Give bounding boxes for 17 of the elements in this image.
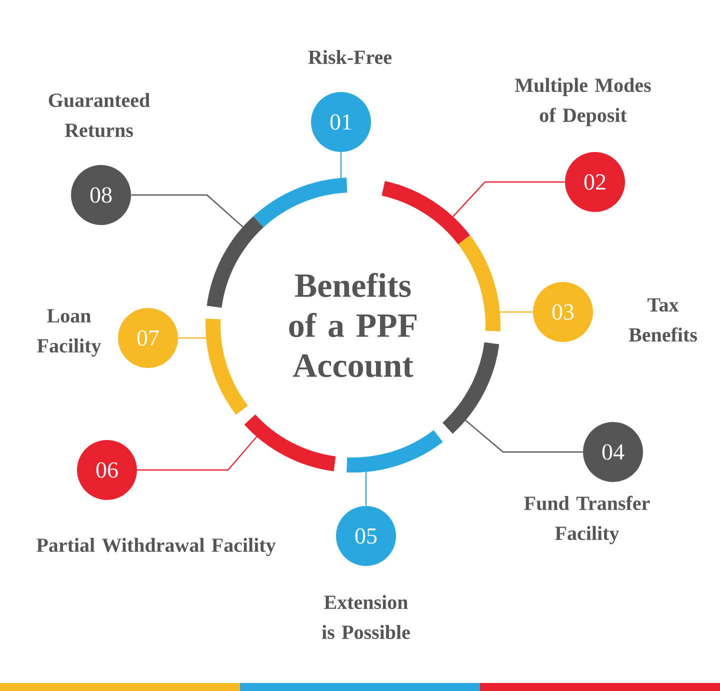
benefit-label: Risk-Free (308, 50, 392, 64)
title-text: Benefits of a PPF Account (289, 272, 417, 378)
leader-line (452, 181, 565, 218)
benefit-label: Tax Benefits (628, 298, 697, 342)
leader-line (137, 435, 258, 471)
benefit-label: Multiple Modes of Deposit (515, 78, 651, 126)
benefit-label: Partial Withdrawal Facility (36, 538, 276, 556)
benefit-label: Guaranteed Returns (48, 92, 150, 138)
benefit-label: Fund Transfer Facility (524, 496, 650, 544)
leader-line (131, 194, 244, 228)
benefit-label: Loan Facility (37, 309, 102, 357)
leader-line (498, 311, 533, 313)
leader-line (178, 337, 208, 339)
leader-line (340, 152, 342, 180)
leader-line (365, 470, 367, 506)
leader-line (464, 418, 583, 453)
benefit-label: Extension is Possible (322, 594, 410, 640)
